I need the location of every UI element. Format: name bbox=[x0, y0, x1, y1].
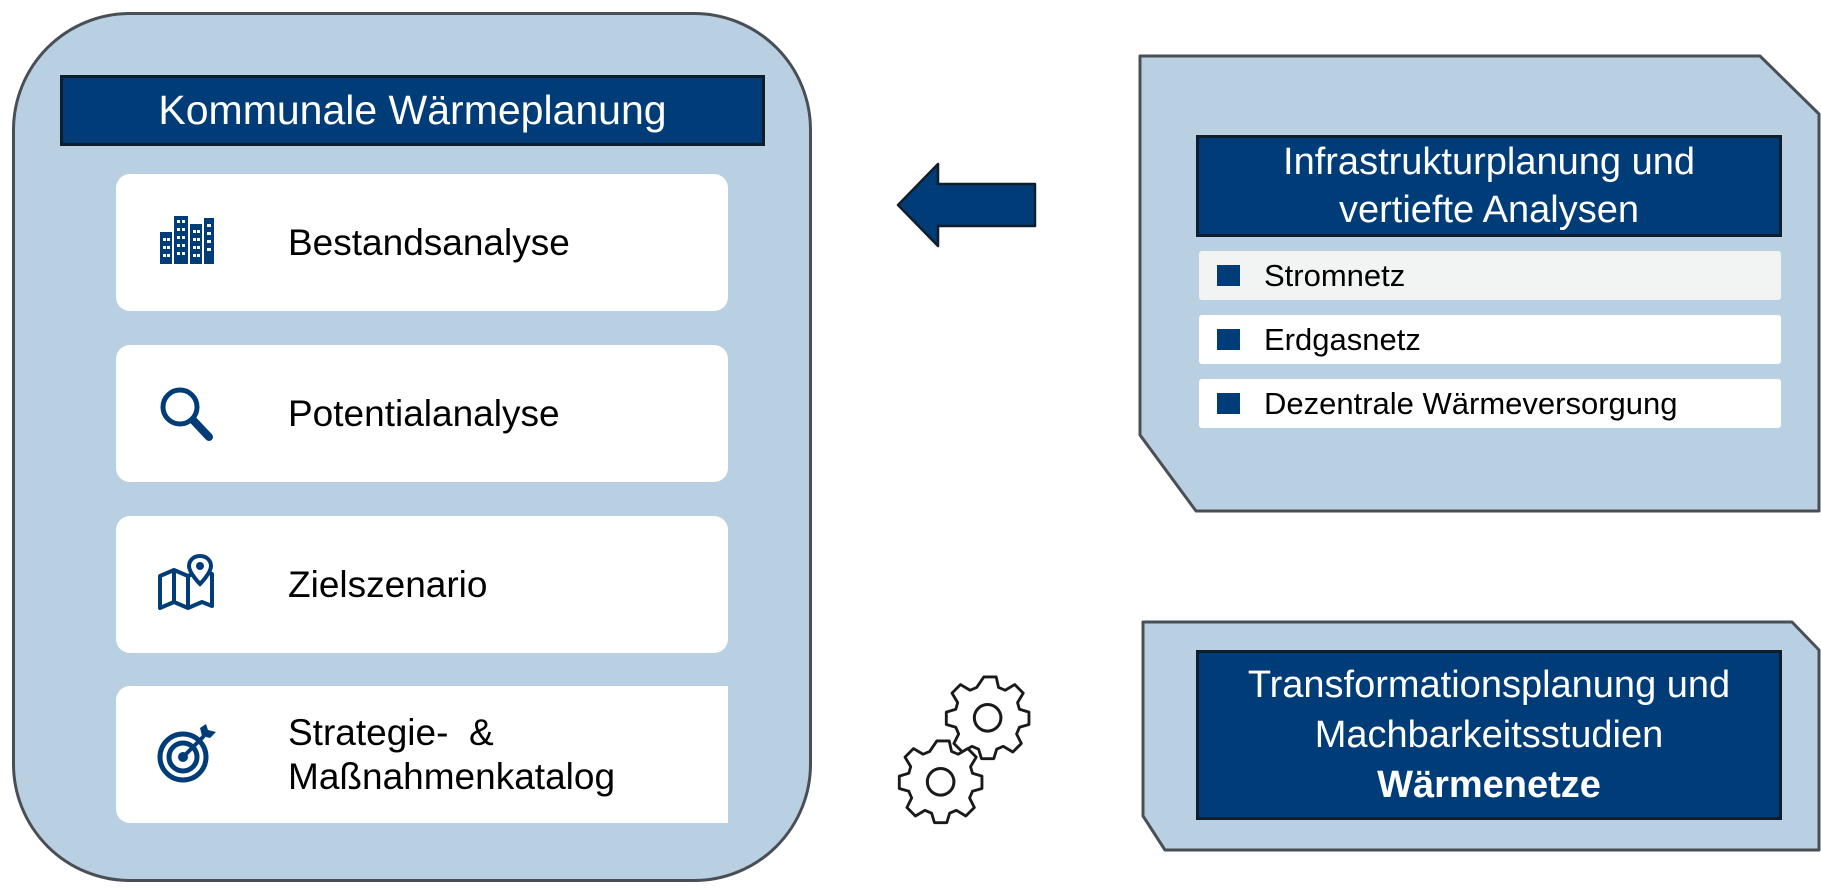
list-item-label: Erdgasnetz bbox=[1264, 321, 1421, 357]
infrastruktur-title-line2: vertiefte Analysen bbox=[1339, 189, 1639, 231]
list-item-erdgasnetz: Erdgasnetz bbox=[1199, 315, 1781, 364]
transformation-box: Transformationsplanung und Machbarkeitss… bbox=[1196, 650, 1782, 820]
transformation-line1: Transformationsplanung und bbox=[1247, 664, 1731, 706]
infrastruktur-title: Infrastrukturplanung und vertiefte Analy… bbox=[1196, 135, 1782, 237]
step-label-bestandsanalyse: Bestandsanalyse bbox=[288, 221, 570, 263]
step-card-strategie: Strategie- & Maßnahmenkatalog bbox=[116, 686, 728, 823]
map-pin-icon bbox=[156, 554, 216, 614]
list-item-label: Stromnetz bbox=[1264, 257, 1406, 293]
step-card-bestandsanalyse: Bestandsanalyse bbox=[116, 174, 728, 311]
list-item-stromnetz: Stromnetz bbox=[1199, 251, 1781, 300]
transformation-line3: Wärmenetze bbox=[1377, 764, 1601, 806]
step-label-potentialanalyse: Potentialanalyse bbox=[288, 392, 560, 434]
list-item-dezentrale-waermeversorgung: Dezentrale Wärmeversorgung bbox=[1199, 379, 1781, 428]
square-bullet-icon bbox=[1217, 329, 1240, 350]
step-label-strategie-line1: Strategie- & bbox=[288, 711, 494, 753]
step-label-strategie: Strategie- & Maßnahmenkatalog bbox=[288, 686, 615, 823]
left-arrow-icon bbox=[896, 162, 1038, 248]
transformation-line2: Machbarkeitsstudien bbox=[1314, 714, 1664, 756]
step-card-potentialanalyse: Potentialanalyse bbox=[116, 345, 728, 482]
buildings-icon bbox=[156, 212, 216, 272]
target-icon bbox=[156, 724, 216, 784]
step-card-zielszenario: Zielszenario bbox=[116, 516, 728, 653]
magnifier-icon bbox=[156, 383, 216, 443]
square-bullet-icon bbox=[1217, 393, 1240, 414]
gears-icon bbox=[895, 660, 1040, 825]
square-bullet-icon bbox=[1217, 265, 1240, 286]
infrastruktur-title-line1: Infrastrukturplanung und bbox=[1283, 141, 1695, 183]
step-label-zielszenario: Zielszenario bbox=[288, 563, 488, 605]
list-item-label: Dezentrale Wärmeversorgung bbox=[1264, 385, 1678, 421]
step-label-strategie-line2: Maßnahmenkatalog bbox=[288, 755, 616, 797]
left-panel-title: Kommunale Wärmeplanung bbox=[60, 75, 765, 146]
